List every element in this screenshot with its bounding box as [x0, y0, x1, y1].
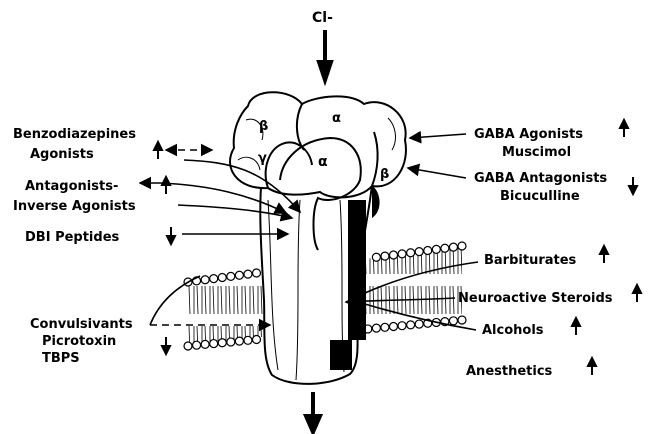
label-bicuculline: Bicuculline [500, 189, 580, 204]
lipid-head [381, 323, 389, 331]
lipid-head [381, 252, 389, 260]
lipid-head [390, 251, 398, 259]
effect-arrow-convulsivants-down [162, 337, 170, 354]
effect-arrow-antag-up [162, 177, 170, 194]
lipid-head [201, 276, 209, 284]
lipid-head [398, 322, 406, 330]
effect-arrow-anesthetics-up [588, 358, 596, 375]
lipid-head [415, 248, 423, 256]
lipid-head [201, 340, 209, 348]
lipid-head [432, 245, 440, 253]
effect-arrow-dbi-down [167, 227, 175, 244]
subunit-beta-right: β [380, 167, 389, 182]
effect-arrow-steroids-up [633, 285, 641, 302]
label-alcohols: Alcohols [482, 323, 544, 338]
chloride-ion-label: Cl- [312, 10, 333, 26]
lipid-head [372, 253, 380, 261]
subunit-alpha-top: α [332, 111, 341, 126]
label-picrotoxin: Picrotoxin [42, 334, 116, 349]
lipid-head [372, 324, 380, 332]
lipid-head [227, 272, 235, 280]
lipid-head [210, 275, 218, 283]
lipid-head [407, 249, 415, 257]
label-gaba-antagonists: GABA Antagonists [474, 171, 607, 186]
lipid-head [218, 339, 226, 347]
label-neuroactive-steroids: Neuroactive Steroids [458, 291, 613, 306]
subunit-beta-left: β [259, 119, 268, 134]
lipid-head [210, 340, 218, 348]
lipid-head [441, 244, 449, 252]
lipid-head [449, 243, 457, 251]
lipid-head [390, 323, 398, 331]
lipid-head [458, 242, 466, 250]
label-tbps: TBPS [42, 351, 80, 366]
label-anesthetics: Anesthetics [466, 364, 553, 379]
lipid-head [253, 336, 261, 344]
lipid-head [227, 338, 235, 346]
label-benzodiazepines: Benzodiazepines [13, 127, 136, 142]
effect-arrow-benzo-up [154, 142, 162, 159]
lipid-head [244, 270, 252, 278]
label-barbiturates: Barbiturates [484, 253, 577, 268]
lipid-head [235, 271, 243, 279]
lipid-head [235, 337, 243, 345]
lipid-head [218, 274, 226, 282]
effect-arrow-alcohols-up [572, 318, 580, 335]
subunit-gamma: γ [258, 151, 267, 166]
label-dbi-peptides: DBI Peptides [25, 230, 120, 245]
effect-arrow-gaba_agonists-up [620, 120, 628, 137]
label-gaba-agonists: GABA Agonists [474, 127, 583, 142]
effect-arrow-barbiturates-up [600, 246, 608, 263]
lipid-head [253, 269, 261, 277]
lipid-head [407, 321, 415, 329]
chloride-in-arrow [319, 30, 331, 80]
lipid-head [458, 316, 466, 324]
chloride-out-arrow [306, 392, 320, 432]
label-benzo-agonists: Agonists [30, 147, 94, 162]
lipid-head [193, 341, 201, 349]
label-convulsivants: Convulsivants [30, 317, 133, 332]
lipid-head [424, 247, 432, 255]
lipid-head [415, 320, 423, 328]
label-inverse-agonists: Inverse Agonists [13, 199, 136, 214]
gaba-antagonist-arrow [408, 168, 466, 178]
lipid-head [244, 336, 252, 344]
label-muscimol: Muscimol [502, 145, 571, 160]
lipid-head [398, 250, 406, 258]
lipid-head [184, 342, 192, 350]
gaba-agonist-arrow [410, 134, 466, 138]
lipid-head [449, 317, 457, 325]
subunit-alpha-front: α [318, 154, 328, 170]
effect-arrow-gaba_antagonists-down [629, 177, 637, 194]
label-antagonists: Antagonists- [25, 179, 118, 194]
